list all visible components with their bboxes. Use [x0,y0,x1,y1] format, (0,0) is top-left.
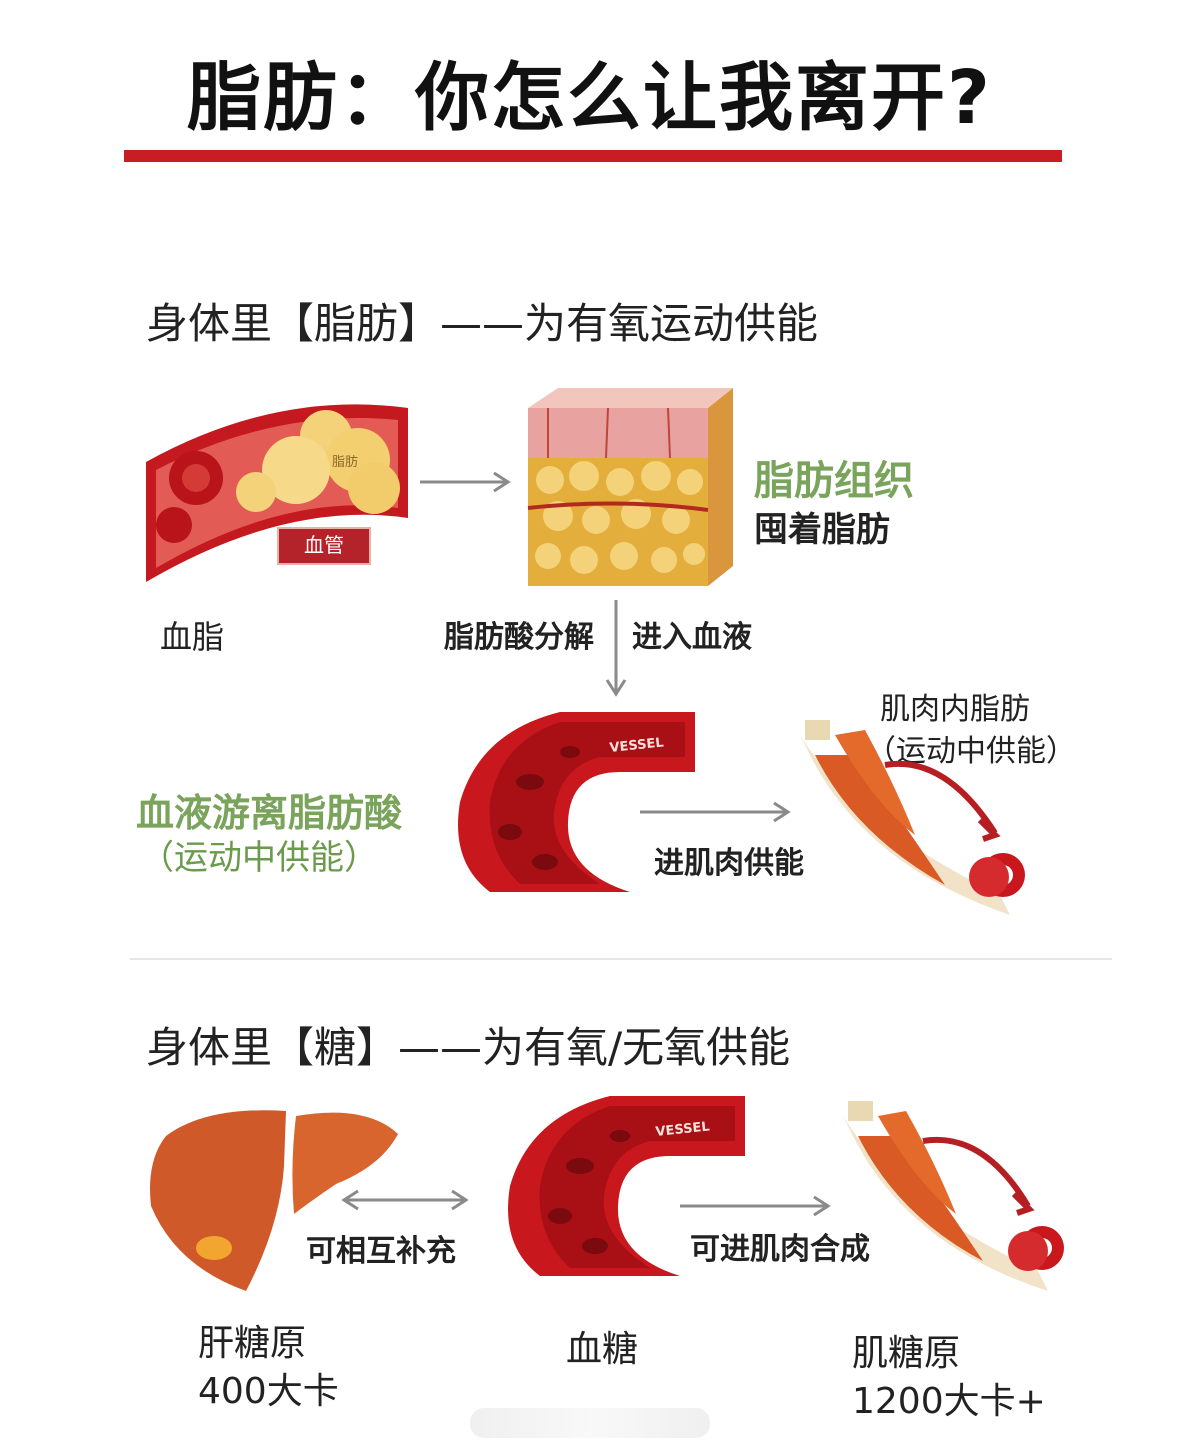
mutual-supply-label: 可相互补充 [306,1234,456,1269]
vessel-tag: 血管 [304,533,344,557]
fat-tissue-subtitle: 囤着脂肪 [754,510,890,550]
vessel-text: VESSEL [655,1119,711,1140]
free-fatty-acid-title: 血液游离脂肪酸 [136,791,403,835]
blood-vessel-fat-illustration: 脂肪 血管 [146,404,408,582]
muscle-fiber-illustration [843,1101,1064,1291]
blood-sugar-label: 血糖 [566,1329,639,1370]
vessel-cross-section-illustration: VESSEL [508,1096,745,1276]
watermark [470,1408,710,1438]
muscle-glycogen-kcal: 1200大卡+ [852,1381,1046,1422]
liver-glycogen-label: 肝糖原 [198,1323,307,1364]
to-muscle-label: 进肌肉供能 [654,846,804,881]
liver-glycogen-kcal: 400大卡 [198,1371,339,1412]
fatty-acid-breakdown-label: 脂肪酸分解 [444,620,594,655]
section-divider [130,958,1112,960]
fat-tissue-title: 脂肪组织 [754,458,914,504]
arrow-right-icon [420,471,511,493]
title-underline [124,150,1062,162]
page-title: 脂肪：你怎么让我离开? [187,55,992,141]
section1-heading: 身体里【脂肪】——为有氧运动供能 [146,299,819,348]
muscle-fiber-illustration [800,720,1025,915]
section2-heading: 身体里【糖】——为有氧/无氧供能 [146,1023,791,1072]
muscle-glycogen-label: 肌糖原 [852,1333,961,1374]
muscle-synthesis-label: 可进肌肉合成 [690,1232,870,1267]
liver-illustration [150,1110,398,1291]
vessel-cross-section-illustration: VESSEL [458,712,695,892]
blood-lipid-label: 血脂 [160,618,225,656]
vessel-text: VESSEL [609,735,665,756]
free-fatty-acid-subtitle: （运动中供能） [140,838,378,878]
double-arrow-icon [341,1189,469,1211]
arrow-down-icon [605,600,627,697]
arrow-right-icon [640,801,791,823]
enter-blood-label: 进入血液 [632,620,752,655]
arrow-right-icon [680,1195,831,1217]
fat-tissue-cube-illustration [527,388,733,586]
intramuscular-fat-title: 肌肉内脂肪 [880,692,1030,727]
vessel-fat-label: 脂肪 [332,454,358,470]
